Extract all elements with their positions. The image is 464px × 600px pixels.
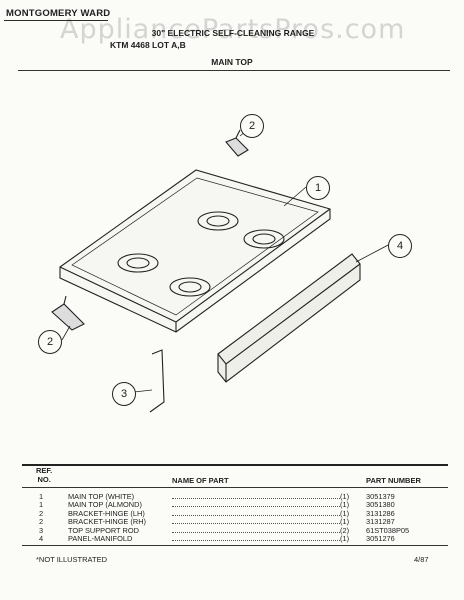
row-part-name: MAIN TOP (WHITE) — [68, 492, 135, 501]
table-row: 2 BRACKET-HINGE (LH) (1) 3131286 — [22, 508, 448, 518]
table-row: 3 TOP SUPPORT ROD (2) 61ST038P05 — [22, 525, 448, 535]
brand-underline — [4, 20, 108, 21]
exploded-parts-diagram — [51, 125, 391, 413]
support-rod — [149, 349, 165, 413]
callout-3: 3 — [112, 382, 136, 406]
header-ref: REF. — [36, 466, 53, 475]
watermark: AppliancePartsPros.com — [60, 14, 406, 45]
row-part-name: BRACKET-HINGE (LH) — [68, 508, 145, 518]
header-part-number: PART NUMBER — [366, 476, 421, 485]
row-ref: 1 — [38, 500, 44, 510]
header-name-of-part: NAME OF PART — [172, 476, 229, 485]
table-row: 1 MAIN TOP (ALMOND) (1) 3051380 — [22, 500, 448, 510]
row-qty: (2) — [340, 525, 350, 535]
row-qty: (1) — [340, 533, 350, 543]
callout-1: 1 — [306, 176, 330, 200]
header-ref-column: REF. NO. — [36, 466, 52, 484]
leader-dots — [172, 498, 340, 499]
row-ref: 4 — [38, 533, 44, 543]
row-ref: 2 — [38, 508, 44, 518]
header-no: NO. — [37, 475, 51, 484]
row-part-name: TOP SUPPORT ROD — [68, 525, 139, 535]
callout-2-top: 2 — [240, 114, 264, 138]
leader-dots — [172, 506, 340, 508]
section-title: MAIN TOP — [211, 57, 253, 67]
callout-4: 4 — [388, 234, 412, 258]
table-row: 4 PANEL-MANIFOLD (1) 3051276 — [22, 533, 448, 543]
row-part-number: 3051380 — [366, 500, 395, 510]
row-part-name: MAIN TOP (ALMOND) — [68, 500, 142, 510]
row-part-name: PANEL-MANIFOLD — [68, 533, 133, 543]
burner-openings — [117, 211, 285, 297]
row-qty: (1) — [340, 500, 350, 510]
row-part-number: 3051379 — [366, 492, 395, 501]
row-ref: 3 — [38, 525, 44, 535]
row-ref: 1 — [38, 492, 44, 501]
row-part-number: 3051276 — [366, 533, 395, 543]
header-divider — [18, 70, 450, 71]
row-qty: (1) — [340, 492, 350, 501]
model-lot: KTM 4468 LOT A,B — [110, 40, 186, 50]
row-part-number: 3131287 — [366, 517, 395, 527]
leader-dots — [172, 531, 340, 533]
leader-dots — [172, 523, 340, 525]
leader-dots — [172, 514, 340, 516]
parts-list: 1 MAIN TOP (WHITE) (1) 3051379 1 MAIN TO… — [22, 492, 448, 543]
revision-date: 4/87 — [414, 555, 429, 564]
table-bottom-rule — [22, 545, 448, 546]
hinge-bracket-top — [225, 137, 249, 157]
table-header-rule — [22, 487, 448, 488]
document-title: 30" ELECTRIC SELF-CLEANING RANGE — [151, 28, 315, 38]
row-part-name: BRACKET-HINGE (RH) — [68, 517, 147, 527]
leader-dots — [172, 539, 340, 541]
manifold-panel — [217, 253, 361, 383]
row-part-number: 61ST038P05 — [366, 525, 410, 535]
brand-name: MONTGOMERY WARD — [6, 8, 111, 19]
row-part-number: 3131286 — [366, 508, 395, 518]
callout-2-left: 2 — [38, 330, 62, 354]
row-qty: (1) — [340, 508, 350, 518]
footnote-not-illustrated: *NOT ILLUSTRATED — [36, 555, 107, 564]
row-ref: 2 — [38, 517, 44, 527]
table-row: 2 BRACKET-HINGE (RH) (1) 3131287 — [22, 517, 448, 527]
row-qty: (1) — [340, 517, 350, 527]
hinge-bracket-left — [51, 303, 85, 331]
table-top-rule — [22, 464, 448, 466]
main-top-inner-rim — [71, 177, 319, 316]
table-row: 1 MAIN TOP (WHITE) (1) 3051379 — [22, 492, 448, 501]
